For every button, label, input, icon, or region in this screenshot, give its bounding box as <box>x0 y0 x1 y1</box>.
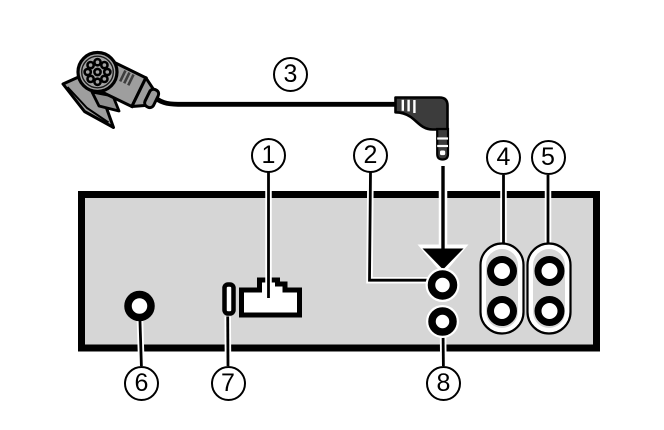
rca-jack <box>487 296 517 326</box>
callout-2: 2 <box>353 137 388 173</box>
rca-jack <box>534 256 565 286</box>
narrow-connector <box>222 282 236 316</box>
callout-7: 7 <box>210 365 246 401</box>
callout-4: 4 <box>486 140 521 175</box>
lower-jack <box>426 305 459 338</box>
microphone-icon <box>61 50 161 129</box>
plug-arrowhead-icon <box>422 248 464 270</box>
mic-jack-ring <box>427 270 458 300</box>
callout-3: 3 <box>273 57 308 92</box>
mic-cable-boot <box>143 87 161 110</box>
plug-strain-relief-stripes <box>401 99 416 113</box>
lower-jack-ring <box>428 307 457 336</box>
leader-line-2 <box>368 171 429 282</box>
plug-tip <box>436 127 450 161</box>
microphone-cable <box>150 93 400 107</box>
leader-line-6 <box>138 314 143 367</box>
callout-5: 5 <box>530 140 566 175</box>
callout-6: 6 <box>124 365 159 401</box>
rca-jack <box>487 256 517 286</box>
antenna-jack <box>124 290 155 322</box>
mic-grille-holes <box>83 57 112 87</box>
plug-tip-contact-rings <box>437 137 448 148</box>
callout-1: 1 <box>251 137 286 173</box>
mic-input-jack <box>425 268 460 302</box>
plug-tip-notch <box>440 150 446 156</box>
mic-face <box>76 50 119 94</box>
mic-face-rim <box>80 55 114 89</box>
callout-8: 8 <box>426 365 461 401</box>
mic-clip-fold-line <box>66 86 110 124</box>
rca-jack <box>534 296 565 326</box>
rca-group-4 <box>479 242 525 335</box>
leader-lines <box>138 171 550 367</box>
mic-grip-ribs <box>119 70 135 86</box>
mini-plug-icon <box>394 96 450 161</box>
rca-group-5 <box>526 242 572 335</box>
